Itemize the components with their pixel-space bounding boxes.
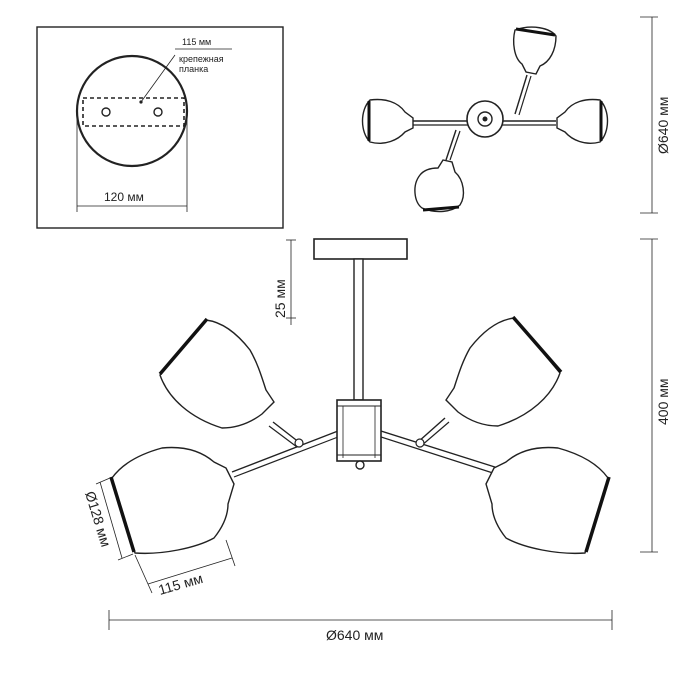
top-shade-left [361,98,414,144]
shade-upper-left [159,319,275,429]
detail-frame [36,26,284,229]
mounting-detail-panel: 115 мм крепежная планка 120 мм [36,26,284,229]
arm-lower-right-2 [380,436,497,475]
top-diameter-label: Ø640 мм [655,97,671,154]
top-shade-right [556,98,609,144]
central-hub [336,399,382,462]
shade-lower-right [485,446,609,555]
shade-upper-left-rim [158,317,209,376]
top-arm-diagonal [445,129,457,161]
top-shade-bottom [414,159,465,213]
top-arm-up [514,74,528,115]
joint-upper-right [415,438,425,448]
joint-upper-left [294,438,304,448]
overall-diameter-label: Ø640 мм [326,627,383,643]
shade-dia-dim-line [99,481,123,559]
top-arm-up-2 [518,75,532,116]
plate-name-line1: крепежная [179,54,224,64]
rod-dimension-label: 25 мм [272,279,288,318]
ceiling-canopy [313,238,408,260]
shade-len-dim-line [147,557,233,585]
shade-len-ext-left [134,554,153,594]
side-view: 25 мм 400 мм Ø128 мм 115 мм Ø640 мм [82,238,671,643]
top-hub-ring [477,111,493,127]
shade-upper-right-rim [511,315,563,374]
mounting-plate-outline [82,97,185,127]
base-dimension-label: 120 мм [104,190,144,204]
arm-lower-left-2 [233,436,339,478]
top-shade-top-rim [515,27,556,37]
arm-lower-right [380,430,499,469]
plate-hole-right [153,107,163,117]
top-view: Ø640 мм [361,16,671,214]
height-dimension-label: 400 мм [655,379,671,426]
plate-dimension-label: 115 мм [182,37,211,47]
shade-lower-right-rim [584,476,611,553]
shade-lower-left [111,446,235,555]
shade-dia-ext-bottom [117,553,134,561]
shade-upper-right [445,317,561,427]
top-arm-diagonal-2 [449,130,461,161]
top-hub-center [482,116,488,122]
plate-leader-line [140,54,176,103]
plate-hole-left [101,107,111,117]
hub-finial [355,460,365,470]
top-shade-top [513,26,557,75]
shade-dia-ext-top [95,477,111,485]
drop-rod [353,258,364,401]
ceiling-base-circle [75,54,189,168]
shade-lower-left-rim [109,476,136,553]
plate-name-line2: планка [179,64,208,74]
top-shade-bottom-rim [422,205,460,212]
arm-upper-left-2 [268,425,298,448]
arm-lower-left [231,430,339,473]
arm-upper-right-2 [420,421,450,447]
shade-diameter-label: Ø128 мм [82,489,114,549]
arm-upper-left [272,421,301,444]
arm-upper-right [417,417,446,443]
shade-len-ext-right [225,539,236,567]
